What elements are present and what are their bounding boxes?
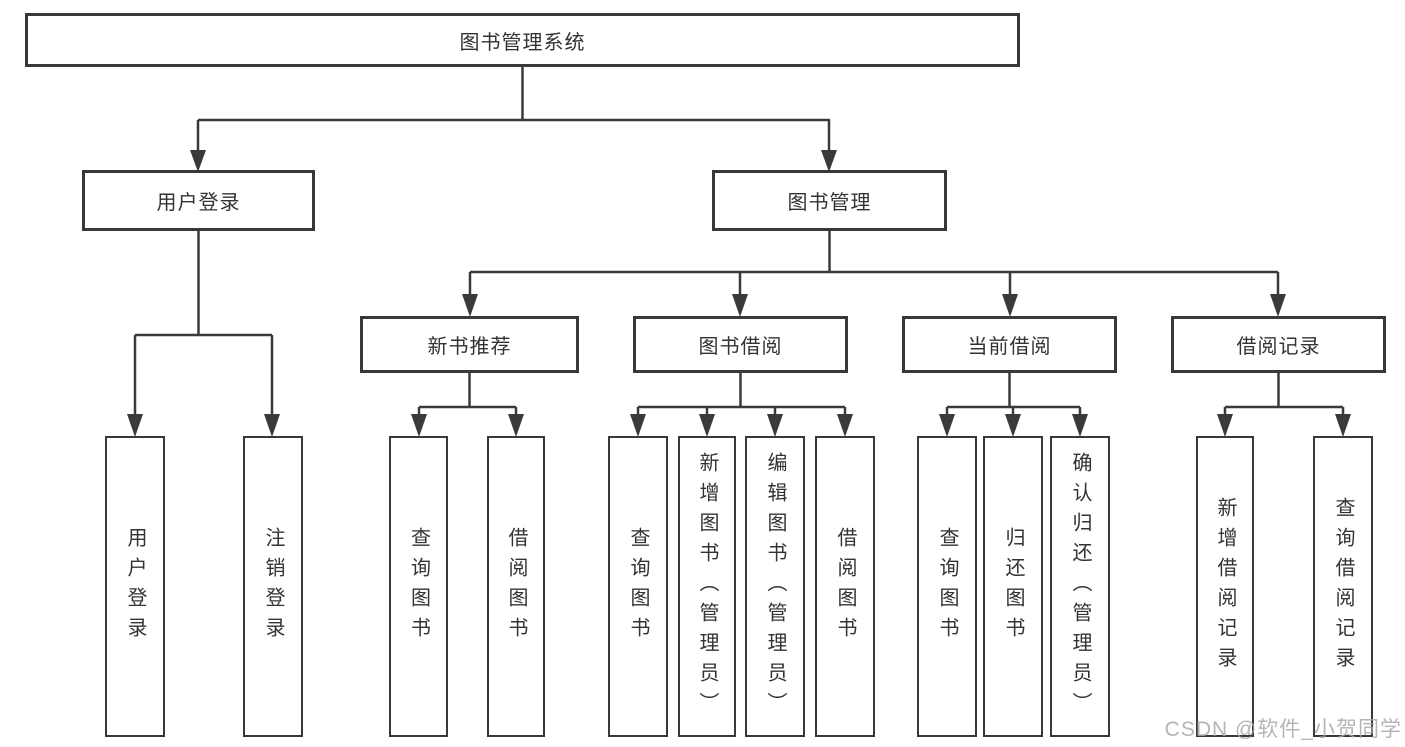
node-user-login: 用户登录 bbox=[82, 170, 315, 231]
leaf-logout: 注销登录 bbox=[243, 436, 303, 737]
leaf-add-borrow-record: 新增借阅记录 bbox=[1196, 436, 1254, 737]
leaf-query-books-3: 查询图书 bbox=[917, 436, 977, 737]
node-book-management: 图书管理 bbox=[712, 170, 947, 231]
leaf-borrow-books-1: 借阅图书 bbox=[487, 436, 545, 737]
node-current-borrow: 当前借阅 bbox=[902, 316, 1117, 373]
arrowhead-icons bbox=[127, 150, 1351, 437]
node-book-borrow: 图书借阅 bbox=[633, 316, 848, 373]
leaf-edit-book-admin: 编辑图书（管理员） bbox=[745, 436, 805, 737]
node-borrow-records: 借阅记录 bbox=[1171, 316, 1386, 373]
leaf-borrow-books-2: 借阅图书 bbox=[815, 436, 875, 737]
leaf-query-borrow-record: 查询借阅记录 bbox=[1313, 436, 1373, 737]
node-new-books: 新书推荐 bbox=[360, 316, 579, 373]
leaf-user-login: 用户登录 bbox=[105, 436, 165, 737]
leaf-confirm-return-admin: 确认归还（管理员） bbox=[1050, 436, 1110, 737]
leaf-query-books-1: 查询图书 bbox=[389, 436, 448, 737]
leaf-add-book-admin: 新增图书（管理员） bbox=[678, 436, 736, 737]
leaf-query-books-2: 查询图书 bbox=[608, 436, 668, 737]
node-root: 图书管理系统 bbox=[25, 13, 1020, 67]
leaf-return-book: 归还图书 bbox=[983, 436, 1043, 737]
csdn-watermark: CSDN @软件_小贺同学 bbox=[1164, 718, 1402, 741]
